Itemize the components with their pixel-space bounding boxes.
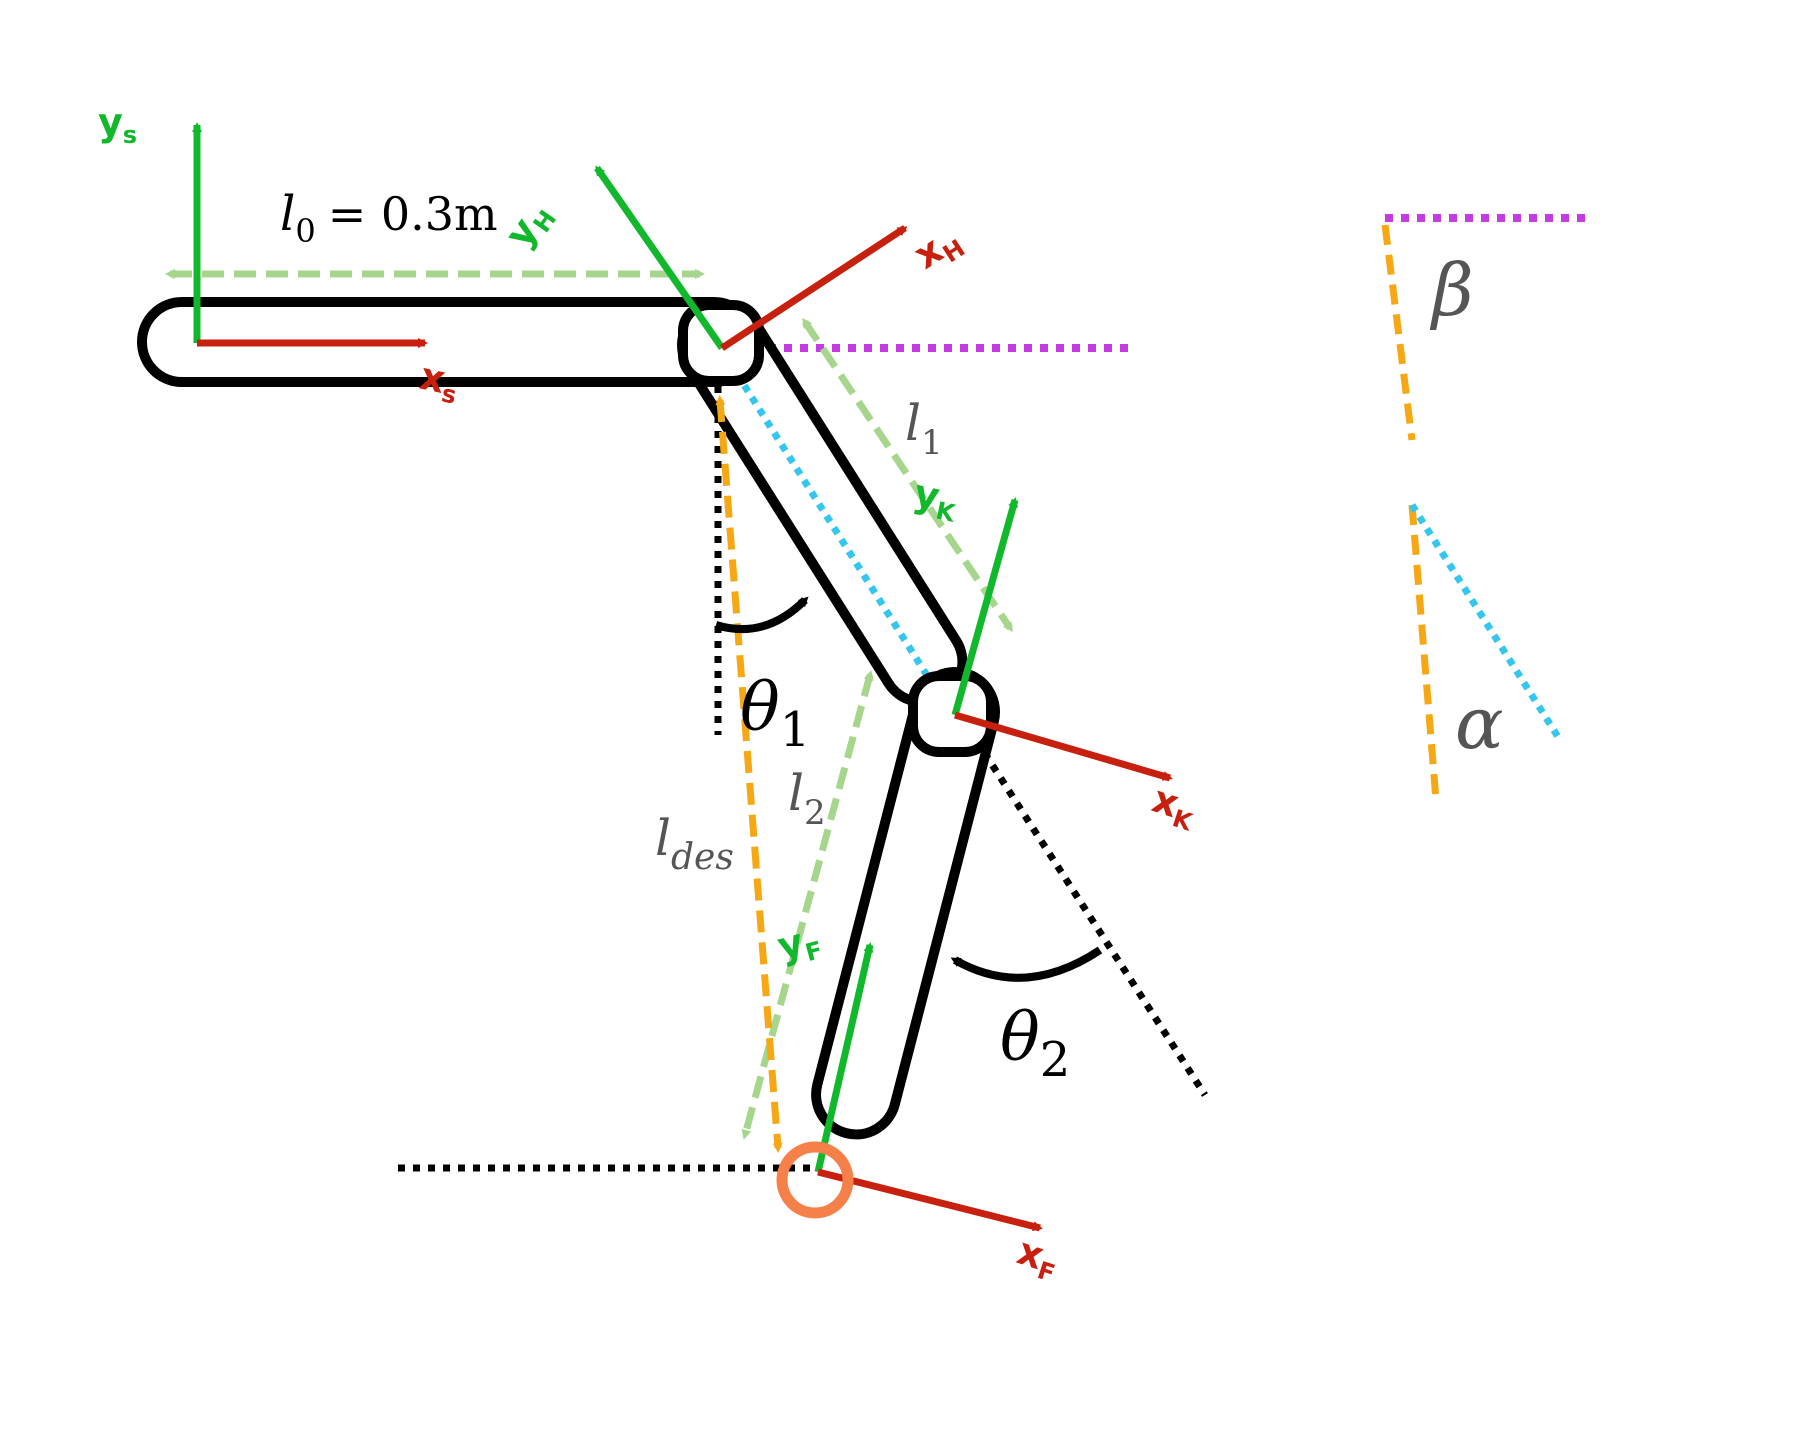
xh-axis-arrow <box>720 225 908 351</box>
xh-label: xH <box>906 216 970 281</box>
xs-label: xs <box>415 354 463 410</box>
foot-contact-marker <box>776 1141 854 1219</box>
xf-label: xF <box>1011 1229 1065 1288</box>
knee-extension-ref-line <box>957 713 1208 1097</box>
ldes-label: ldes <box>655 809 734 878</box>
beta-desired-line <box>1381 224 1416 441</box>
alpha-desired-line <box>1408 504 1440 801</box>
ldes-dimension-arrow <box>715 395 783 1153</box>
theta1-label: θ1 <box>740 669 810 758</box>
yf-axis-arrow <box>814 942 874 1173</box>
l1-dimension-arrow <box>802 317 1013 633</box>
yk-axis-arrow <box>951 497 1019 716</box>
theta2-label: θ2 <box>1000 999 1070 1088</box>
alpha-leg-line <box>1409 503 1563 742</box>
alpha-symbol: α <box>1455 681 1504 765</box>
l1-label: l1 <box>905 394 943 463</box>
l0-label: l0= 0.3m <box>280 186 498 250</box>
xk-label: xK <box>1146 777 1203 837</box>
angle-legend: β α <box>1381 214 1590 801</box>
yh-axis-arrow <box>594 165 725 350</box>
yh-label: yH <box>496 193 562 258</box>
xf-axis-arrow <box>817 1168 1043 1232</box>
beta-symbol: β <box>1429 248 1474 332</box>
xk-axis-arrow <box>954 711 1173 782</box>
yk-label: yK <box>909 471 963 528</box>
theta2-arc <box>950 946 1103 982</box>
l2-label: l2 <box>788 764 826 833</box>
theta1-arc <box>714 596 809 634</box>
ys-label: ys <box>98 100 137 149</box>
